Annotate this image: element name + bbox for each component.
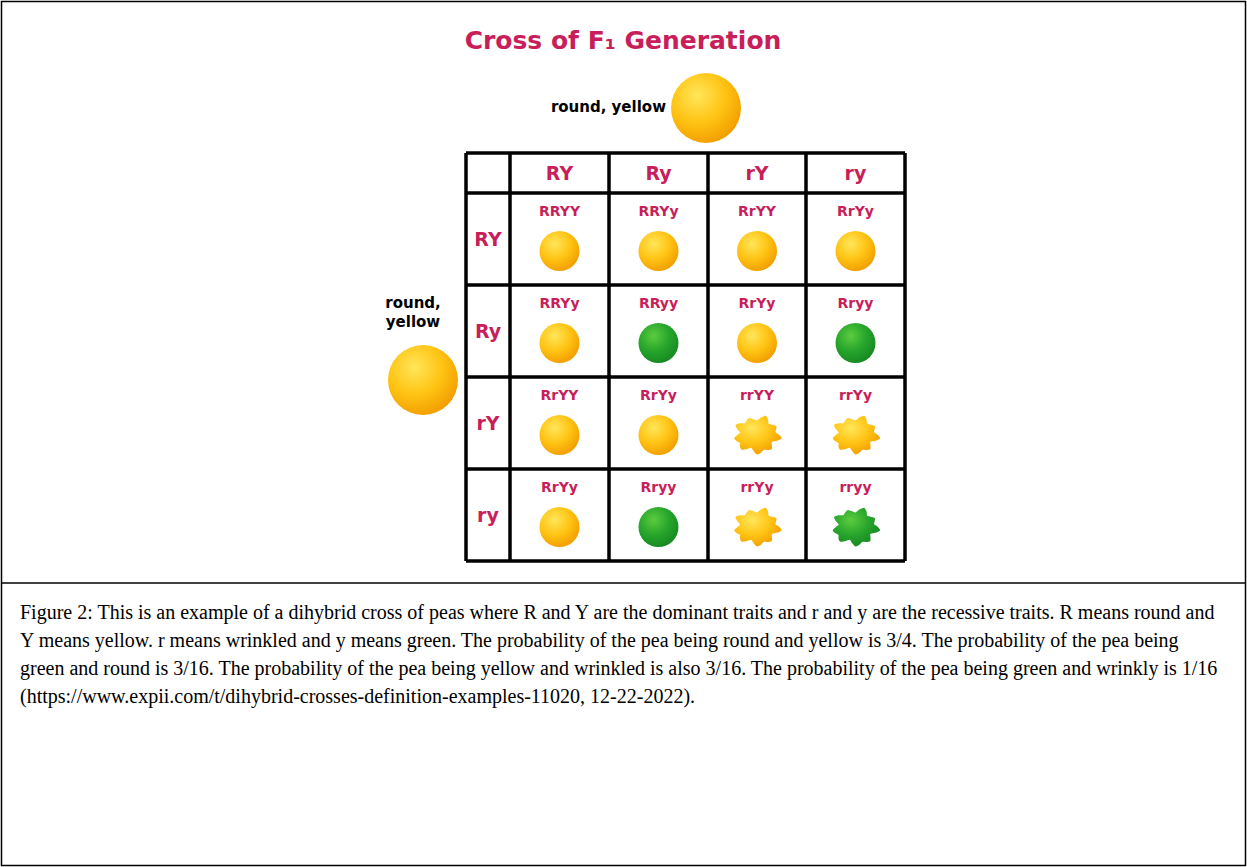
genotype-label: RrYy — [739, 295, 776, 311]
genotype-label: RrYy — [541, 479, 578, 495]
genotype-label: RrYy — [640, 387, 677, 403]
gamete-label: ry — [845, 162, 867, 184]
genotype-label: Rryy — [641, 479, 677, 495]
round-pea — [388, 345, 458, 415]
round-pea — [540, 231, 580, 271]
genotype-label: RrYy — [837, 203, 874, 219]
genotype-label: rrYY — [740, 387, 774, 403]
genotype-label: RRYy — [638, 203, 678, 219]
genotype-label: rryy — [839, 479, 871, 495]
round-pea — [737, 231, 777, 271]
round-pea — [639, 415, 679, 455]
wrinkled-pea — [734, 416, 781, 455]
parent-label: round, yellow — [373, 294, 453, 332]
wrinkled-pea — [734, 508, 781, 547]
genotype-label: Rryy — [838, 295, 874, 311]
round-pea — [836, 323, 876, 363]
gamete-label: RY — [546, 162, 573, 184]
genotype-label: RRYy — [539, 295, 579, 311]
diagram-title: Cross of F₁ Generation — [465, 26, 782, 55]
genotype-label: rrYy — [839, 387, 872, 403]
gamete-label: Ry — [645, 162, 671, 184]
parent-label: round, yellow — [551, 98, 666, 117]
wrinkled-pea — [833, 508, 880, 547]
round-pea — [540, 507, 580, 547]
gamete-label: rY — [745, 162, 768, 184]
round-pea — [671, 73, 741, 143]
genotype-label: RrYY — [738, 203, 776, 219]
separator-line — [2, 582, 1246, 584]
gamete-label: ry — [477, 504, 499, 526]
gamete-label: rY — [476, 412, 499, 434]
genotype-label: RrYY — [541, 387, 579, 403]
genotype-label: RRyy — [639, 295, 678, 311]
figure-caption: Figure 2: This is an example of a dihybr… — [20, 598, 1225, 710]
gamete-label: RY — [474, 228, 501, 250]
round-pea — [639, 323, 679, 363]
round-pea — [540, 323, 580, 363]
wrinkled-pea — [833, 416, 880, 455]
round-pea — [639, 507, 679, 547]
round-pea — [639, 231, 679, 271]
genotype-label: RRYY — [539, 203, 580, 219]
gamete-label: Ry — [475, 320, 501, 342]
pea-group — [388, 73, 880, 547]
round-pea — [737, 323, 777, 363]
round-pea — [540, 415, 580, 455]
punnett-grid — [466, 153, 905, 561]
round-pea — [836, 231, 876, 271]
genotype-label: rrYy — [740, 479, 773, 495]
